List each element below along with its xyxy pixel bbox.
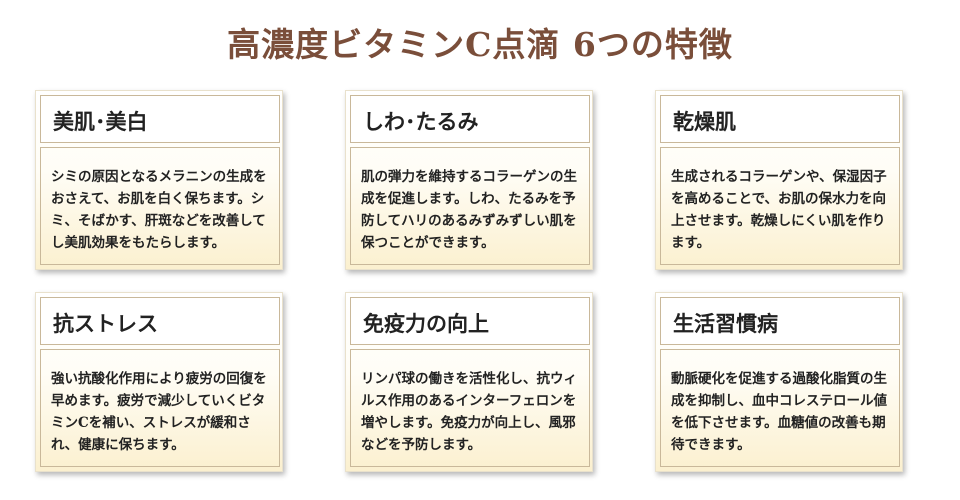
feature-card-body: リンパ球の働きを活性化し、抗ウィルス作用のあるインターフェロンを増やします。免疫… xyxy=(350,349,590,467)
feature-card-beauty: 美肌･美白 シミの原因となるメラニンの生成をおさえて、お肌を白く保ちます。シミ、… xyxy=(35,90,283,270)
feature-card-heading: 抗ストレス xyxy=(53,311,158,336)
feature-card-heading: 美肌･美白 xyxy=(53,109,148,134)
feature-card-header: 抗ストレス xyxy=(40,297,280,345)
feature-card-anti-stress: 抗ストレス 強い抗酸化作用により疲労の回復を早めます。疲労で減少していくビタミン… xyxy=(35,292,283,472)
feature-card-heading: 乾燥肌 xyxy=(673,109,736,134)
feature-card-text: 肌の弾力を維持するコラーゲンの生成を促進します。しわ、たるみを予防してハリのある… xyxy=(361,169,577,251)
feature-card-header: 免疫力の向上 xyxy=(350,297,590,345)
feature-card-body: 肌の弾力を維持するコラーゲンの生成を促進します。しわ、たるみを予防してハリのある… xyxy=(350,147,590,265)
feature-card-header: 乾燥肌 xyxy=(660,95,900,143)
feature-card-body: 生成されるコラーゲンや、保湿因子を高めることで、お肌の保水力を向上させます。乾燥… xyxy=(660,147,900,265)
feature-card-header: 美肌･美白 xyxy=(40,95,280,143)
feature-card-text: 動脈硬化を促進する過酸化脂質の生成を抑制し、血中コレステロール値を低下させます。… xyxy=(671,371,887,453)
feature-card-text: リンパ球の働きを活性化し、抗ウィルス作用のあるインターフェロンを増やします。免疫… xyxy=(361,371,577,453)
feature-card-header: しわ･たるみ xyxy=(350,95,590,143)
page-title: 高濃度ビタミンC点滴 6つの特徴 xyxy=(227,25,733,64)
feature-card-body: シミの原因となるメラニンの生成をおさえて、お肌を白く保ちます。シミ、そばかす、肝… xyxy=(40,147,280,265)
feature-card-body: 強い抗酸化作用により疲労の回復を早めます。疲労で減少していくビタミンCを補い、ス… xyxy=(40,349,280,467)
feature-card-text: 強い抗酸化作用により疲労の回復を早めます。疲労で減少していくビタミンCを補い、ス… xyxy=(51,371,267,453)
feature-card-header: 生活習慣病 xyxy=(660,297,900,345)
feature-card-heading: 免疫力の向上 xyxy=(363,311,489,336)
feature-card-dry-skin: 乾燥肌 生成されるコラーゲンや、保湿因子を高めることで、お肌の保水力を向上させま… xyxy=(655,90,903,270)
feature-card-lifestyle-disease: 生活習慣病 動脈硬化を促進する過酸化脂質の生成を抑制し、血中コレステロール値を低… xyxy=(655,292,903,472)
feature-card-heading: 生活習慣病 xyxy=(673,311,778,336)
feature-card-immunity: 免疫力の向上 リンパ球の働きを活性化し、抗ウィルス作用のあるインターフェロンを増… xyxy=(345,292,593,472)
feature-card-heading: しわ･たるみ xyxy=(363,109,479,134)
feature-card-wrinkles: しわ･たるみ 肌の弾力を維持するコラーゲンの生成を促進します。しわ、たるみを予防… xyxy=(345,90,593,270)
feature-card-body: 動脈硬化を促進する過酸化脂質の生成を抑制し、血中コレステロール値を低下させます。… xyxy=(660,349,900,467)
feature-card-text: シミの原因となるメラニンの生成をおさえて、お肌を白く保ちます。シミ、そばかす、肝… xyxy=(51,169,267,251)
feature-card-text: 生成されるコラーゲンや、保湿因子を高めることで、お肌の保水力を向上させます。乾燥… xyxy=(671,169,887,251)
